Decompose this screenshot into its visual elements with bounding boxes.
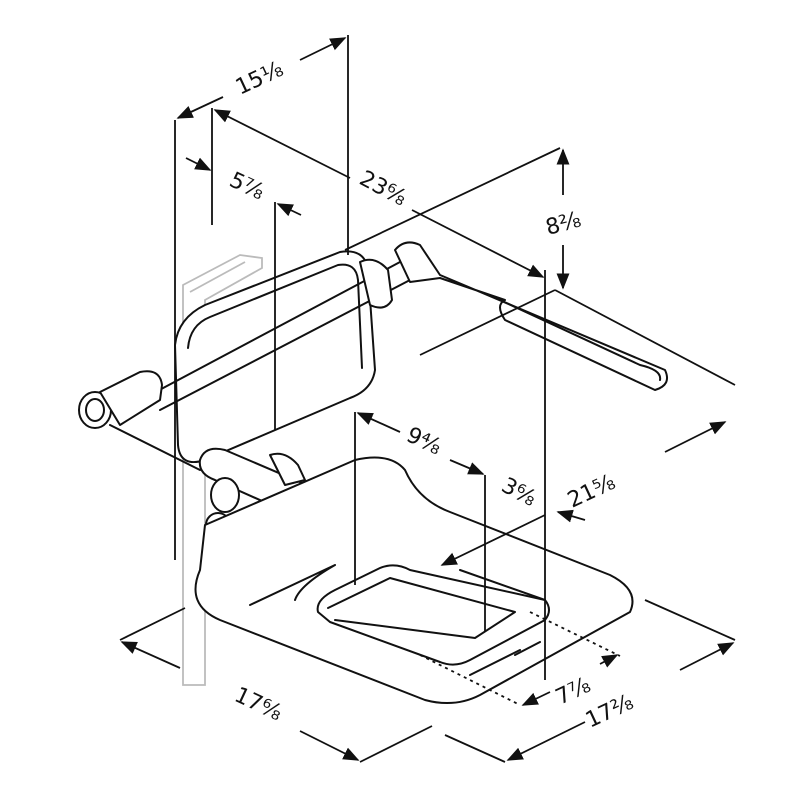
dim-label-21-5-8: 21⅝ [564,470,619,514]
dim-label-7-7-8: 7⅞ [552,673,595,711]
wall-plate [182,254,263,686]
dim-label-8-2-8: 8²⁄₈ [543,207,584,240]
dim-label-9-4-8: 9⁴⁄₈ [402,423,445,461]
dim-label-17-6-8: 17⁶⁄₈ [230,683,285,727]
dim-overall-depth: 21⅝ [440,289,736,566]
dim-label-15-1-8: 15⅛ [232,57,287,101]
dim-label-3-6-8: 3⁶⁄₈ [497,473,540,512]
dim-label-5-7-8: 5⅞ [225,168,268,206]
armrest-right [359,241,668,391]
dim-label-23-6-8: 23⁶⁄₈ [355,166,410,211]
seat [194,456,634,705]
